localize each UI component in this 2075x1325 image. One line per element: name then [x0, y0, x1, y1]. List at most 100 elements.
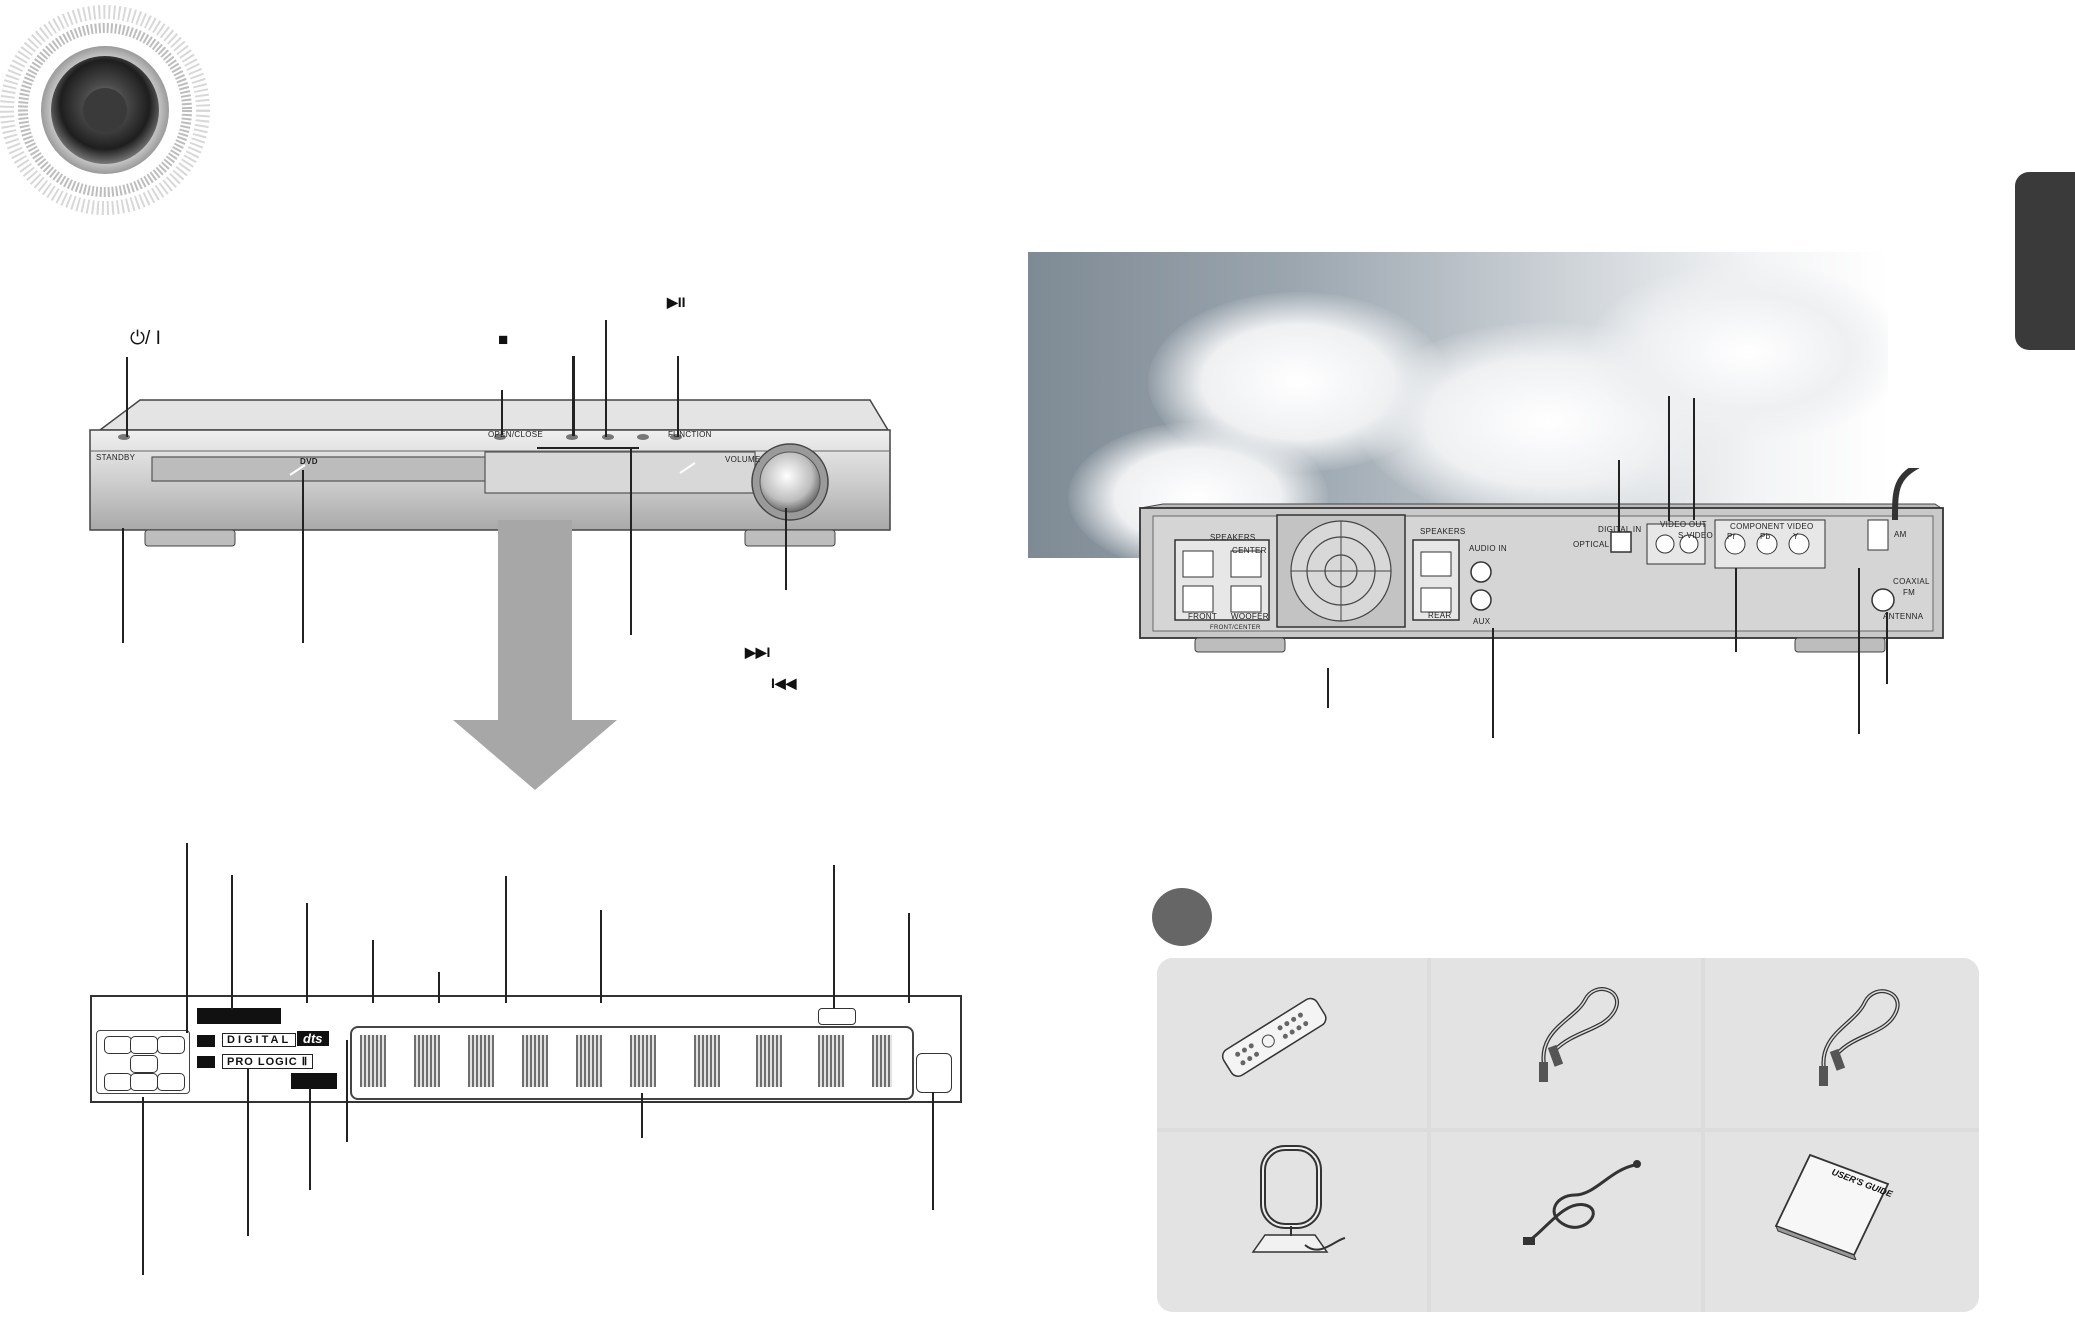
speaker-indicator: [104, 1036, 132, 1054]
speaker-indicator: [130, 1073, 158, 1091]
black-indicator-bar: [197, 1008, 281, 1024]
rear-label-pr: Pr: [1727, 532, 1736, 541]
video-cable-icon: [1539, 987, 1619, 1082]
leader-line: [600, 910, 602, 1003]
segment-digit: [414, 1035, 440, 1087]
indicator-box: [916, 1053, 952, 1093]
cloud-shape: [1588, 262, 1888, 442]
leader-line: [1327, 668, 1329, 708]
display-indicator-group: [96, 1030, 190, 1094]
leader-line: [186, 843, 188, 1033]
segment-digit: [756, 1035, 782, 1087]
leader-line: [908, 913, 910, 1003]
leader-line: [630, 447, 632, 635]
leader-line: [1693, 398, 1695, 520]
rear-label-center: CENTER: [1232, 546, 1267, 555]
rear-label-woofer: WOOFER: [1231, 612, 1269, 621]
segment-digit: [576, 1035, 602, 1087]
section-bullet-icon: [1152, 888, 1212, 946]
front-panel-illustration: [89, 399, 891, 547]
leader-line: [1886, 612, 1888, 684]
segment-digit: [818, 1035, 844, 1087]
rear-label-component-video: COMPONENT VIDEO: [1730, 522, 1814, 531]
leader-line: [247, 1068, 249, 1236]
speaker-indicator: [130, 1036, 158, 1054]
accessory-cell: [1431, 1132, 1701, 1312]
rear-panel-illustration: [1139, 468, 1944, 653]
leader-line: [572, 356, 575, 436]
rear-label-audio-in: AUDIO IN: [1469, 544, 1507, 553]
indicator-box: [818, 1008, 856, 1025]
volume-marking: VOLUME: [725, 455, 761, 464]
segment-digit: [872, 1035, 892, 1087]
segment-digit: [468, 1035, 494, 1087]
accessory-cell: [1705, 958, 1979, 1128]
leader-line: [605, 320, 607, 437]
dolby-icon: [197, 1035, 215, 1047]
rear-label-speakers-2: SPEAKERS: [1420, 527, 1466, 536]
leader-line: [306, 903, 308, 1003]
dvd-marking: DVD: [300, 457, 318, 466]
rear-label-s-video: S-VIDEO: [1678, 531, 1713, 540]
leader-line: [142, 1097, 144, 1275]
leader-line: [309, 1088, 311, 1190]
play-pause-symbol-label: ▶II: [667, 294, 686, 310]
leader-line: [677, 356, 679, 437]
chapter-tab: [2015, 172, 2075, 350]
rear-label-coaxial: COAXIAL: [1893, 577, 1930, 586]
leader-line: [302, 470, 304, 643]
segment-digit: [694, 1035, 720, 1087]
power-symbol-label: ⏻/ I: [130, 328, 161, 349]
fm-antenna-icon: [1523, 1160, 1641, 1245]
down-arrow-icon: [453, 520, 617, 790]
leader-line: [641, 1093, 643, 1138]
black-indicator-bar: [291, 1073, 337, 1089]
leader-line: [785, 508, 787, 590]
next-symbol-label: ▶▶I: [745, 644, 771, 660]
segment-display: [350, 1026, 914, 1100]
speaker-indicator: [157, 1073, 185, 1091]
speaker-indicator: [157, 1036, 185, 1054]
pro-logic-badge: PRO LOGIC Ⅱ: [222, 1054, 314, 1069]
leader-line: [126, 357, 128, 437]
rear-label-optical: OPTICAL: [1573, 540, 1610, 549]
rear-label-fm: FM: [1903, 588, 1916, 597]
open-close-marking: OPEN/CLOSE: [488, 430, 544, 439]
rear-label-pb: Pb: [1760, 532, 1771, 541]
leader-line: [501, 390, 503, 435]
dts-badge: dts: [297, 1031, 329, 1046]
leader-line: [1668, 396, 1670, 521]
leader-line: [1618, 460, 1620, 532]
prev-symbol-label: I◀◀: [771, 675, 797, 691]
leader-line: [833, 865, 835, 1008]
leader-line: [122, 528, 124, 643]
function-marking: FUNCTION: [668, 430, 712, 439]
accessory-cell: [1157, 1132, 1427, 1312]
rear-label-aux: AUX: [1473, 617, 1491, 626]
speaker-logo-icon: [0, 5, 210, 215]
leader-line: [1735, 568, 1737, 652]
rear-label-front-center: FRONT/CENTER: [1210, 625, 1261, 631]
speaker-indicator: [104, 1073, 132, 1091]
leader-line: [1492, 628, 1494, 738]
leader-line: [438, 972, 440, 1003]
leader-line: [346, 1040, 348, 1142]
leader-line: [1858, 568, 1860, 734]
segment-digit: [630, 1035, 656, 1087]
digital-badge: DIGITAL: [222, 1033, 297, 1047]
rear-label-antenna: ANTENNA: [1883, 612, 1924, 621]
rear-label-front: FRONT: [1188, 612, 1218, 621]
leader-line: [231, 875, 233, 1010]
segment-digit: [522, 1035, 548, 1087]
leader-line: [932, 1092, 934, 1210]
leader-line: [537, 447, 639, 449]
leader-line: [505, 876, 507, 1003]
remote-control-icon: [1221, 997, 1327, 1077]
stop-symbol-label: ■: [498, 330, 509, 349]
rear-label-speakers: SPEAKERS: [1210, 533, 1256, 542]
rear-label-rear: REAR: [1428, 611, 1452, 620]
rear-label-am: AM: [1894, 530, 1907, 539]
speaker-indicator: [130, 1055, 158, 1073]
rear-label-y: Y: [1793, 532, 1799, 541]
dolby-icon: [197, 1056, 215, 1068]
